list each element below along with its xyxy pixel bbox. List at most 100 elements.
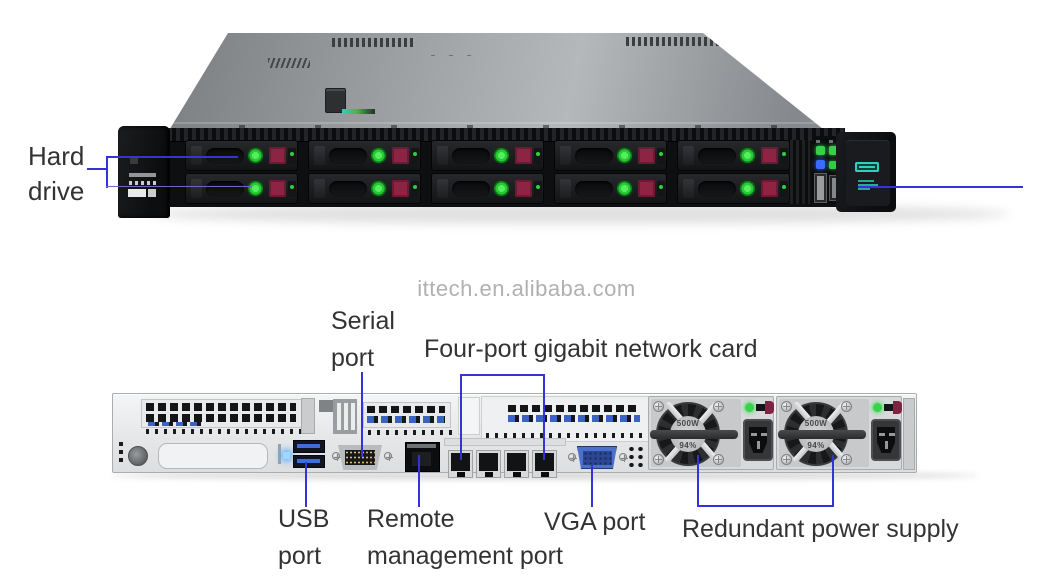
- nic-riser-bracket: [458, 397, 480, 435]
- c14-pin: [885, 441, 888, 449]
- drive-handle: [698, 148, 736, 164]
- rear-usb-port-2: [293, 455, 325, 468]
- serial-port: [338, 445, 382, 470]
- vent-dot-row: [486, 433, 650, 438]
- drive-handle: [329, 181, 367, 197]
- drive-latch-icon: [437, 179, 448, 198]
- nic-port-3: [504, 450, 529, 478]
- psu-release-latch: [765, 401, 774, 414]
- callout-psu: [832, 455, 834, 507]
- drive-activity-led: [369, 179, 388, 198]
- drive-status-led: [534, 148, 542, 164]
- drive-tray: [185, 140, 298, 171]
- ear-screw: [130, 156, 138, 164]
- psu-status-led: [745, 403, 754, 412]
- front-right-ear: [836, 132, 896, 212]
- c14-pin: [761, 433, 767, 436]
- remote-management-port: [405, 442, 440, 472]
- power-supply-1: 500W 94%: [648, 396, 774, 470]
- vga-screw-icon: [568, 453, 577, 462]
- rj45-opening: [535, 453, 554, 471]
- drive-latch-icon: [191, 179, 202, 198]
- drive-handle: [206, 181, 244, 197]
- vent-row: [508, 405, 640, 412]
- label-line: Serial: [331, 307, 395, 335]
- psu-screw-icon: [653, 401, 664, 412]
- drive-activity-led: [369, 146, 388, 165]
- led-glyphs: [816, 140, 838, 143]
- vga-screw-icon: [619, 453, 628, 462]
- server-top-lid: [165, 33, 833, 137]
- callout-hard-drive: [106, 186, 252, 187]
- usb-tongue: [297, 444, 320, 448]
- vent-row-blue: [148, 422, 202, 426]
- drive-tray: [431, 140, 544, 171]
- drive-status-led: [534, 181, 542, 197]
- drive-handle: [452, 181, 490, 197]
- port-shield: [407, 444, 436, 448]
- power-supply-2: 500W 94%: [776, 396, 902, 470]
- uid-led: [816, 160, 825, 169]
- callout-psu: [697, 455, 699, 507]
- drive-handle: [698, 181, 736, 197]
- drive-latch-icon: [560, 146, 571, 165]
- nic-bracket-strip: [444, 438, 566, 446]
- rj45-opening: [451, 453, 470, 471]
- callout-usb-port: [305, 462, 307, 507]
- server-rear-view: 500W 94% 500W 94%: [105, 385, 1053, 579]
- drive-activity-led: [615, 146, 634, 165]
- drive-eject-button: [515, 147, 532, 164]
- label-four-port-nic: Four-port gigabit network card: [424, 335, 758, 363]
- serial-screw-icon: [332, 452, 341, 461]
- label-remote-management: Remote management port: [367, 501, 563, 575]
- drive-handle: [575, 148, 613, 164]
- vent-row: [146, 414, 296, 422]
- psu-handle: [778, 430, 866, 439]
- drive-eject-button: [761, 147, 778, 164]
- power-inlet: [743, 419, 773, 461]
- drive-activity-led: [492, 146, 511, 165]
- label-line: Remote: [367, 505, 455, 533]
- label-redundant-psu: Redundant power supply: [682, 515, 959, 543]
- callout-hard-drive: [106, 156, 238, 158]
- drive-latch-icon: [437, 146, 448, 165]
- c14-pin: [889, 433, 895, 436]
- drive-tray: [185, 173, 298, 204]
- bay-number-row: [129, 181, 156, 185]
- front-drive-panel: [168, 128, 845, 207]
- vent-row-blue: [367, 416, 445, 423]
- usb-divider: [278, 444, 281, 464]
- drive-eject-button: [392, 180, 409, 197]
- riser-block: [319, 400, 333, 412]
- vent-row-blue: [508, 415, 640, 422]
- drive-eject-button: [638, 147, 655, 164]
- rear-chassis: [112, 393, 917, 478]
- psu-screw-icon: [841, 454, 852, 465]
- lid-vent-strip: [626, 37, 723, 46]
- vent-dot: [119, 458, 123, 462]
- vent-dot: [119, 450, 123, 454]
- mid-vents: [363, 402, 451, 428]
- drive-latch-icon: [683, 179, 694, 198]
- psu-screw-icon: [713, 454, 724, 465]
- drive-status-led: [288, 181, 296, 197]
- watermark: ittech.en.alibaba.com: [417, 276, 636, 301]
- label-line: Hard: [28, 141, 85, 171]
- drive-handle: [329, 148, 367, 164]
- drive-tray: [308, 140, 421, 171]
- drive-status-led: [780, 148, 788, 164]
- lid-vent-grid: [268, 58, 310, 68]
- callout-front-usb: [858, 186, 1023, 188]
- drive-tray: [554, 140, 667, 171]
- label-hard-drive: Hard drive: [28, 139, 84, 209]
- drive-eject-button: [269, 147, 286, 164]
- callout-psu: [697, 505, 834, 507]
- psu-release-latch: [893, 401, 902, 414]
- drive-status-led: [411, 148, 419, 164]
- psu-wattage: 500W: [804, 419, 828, 428]
- drive-activity-led: [738, 146, 757, 165]
- label-usb-port: USB port: [278, 501, 329, 575]
- psu-status-led: [873, 403, 882, 412]
- nic-port-2: [476, 450, 501, 478]
- drive-latch-icon: [191, 146, 202, 165]
